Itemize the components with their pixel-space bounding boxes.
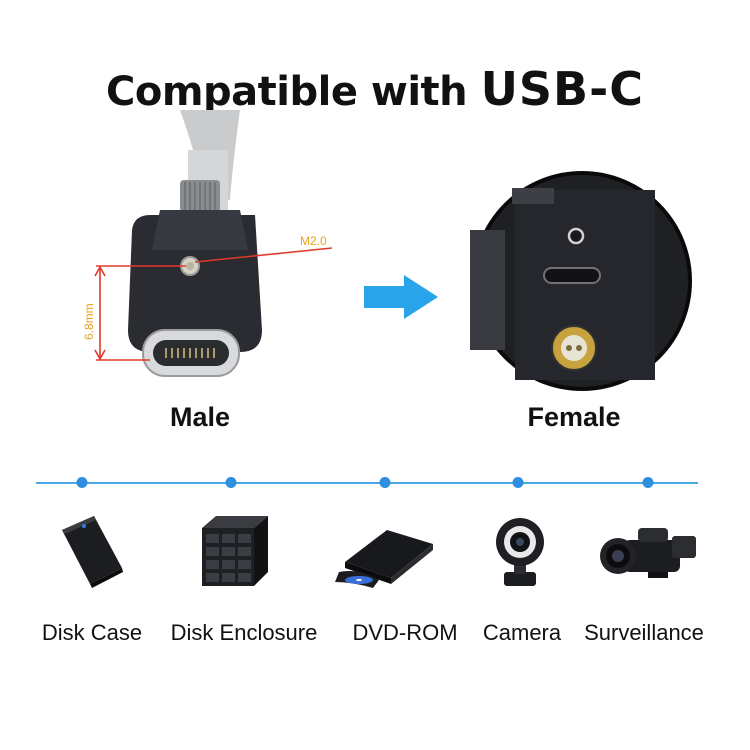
camcorder-icon — [588, 510, 708, 590]
device-label-surveillance: Surveillance — [584, 620, 704, 645]
timeline-dot — [379, 477, 391, 488]
device-label-dvd-rom: DVD-ROM — [352, 620, 458, 645]
camera-icon — [460, 510, 580, 590]
disk-enclosure-icon — [172, 510, 292, 590]
male-label: Male — [169, 402, 231, 432]
device-label-disk-case: Disk Case — [41, 620, 143, 645]
device-label-camera: Camera — [482, 620, 562, 645]
timeline-dot — [76, 477, 88, 488]
m2-annotation: M2.0 — [300, 234, 327, 248]
page-title: Compatible with USB-C — [0, 62, 750, 116]
timeline-dot — [225, 477, 237, 488]
m2-leader-line — [194, 247, 333, 263]
usb-c-port — [543, 267, 601, 284]
connector-illustration: M2.0 6.8mm — [82, 110, 692, 391]
timeline-divider — [36, 482, 698, 484]
height-annotation: 6.8mm — [82, 303, 96, 340]
device-label-disk-enclosure: Disk Enclosure — [170, 620, 318, 645]
title-prefix: Compatible with — [106, 69, 481, 115]
direction-arrow — [364, 275, 438, 319]
title-usb: USB-C — [480, 62, 644, 116]
disk-case-icon — [32, 510, 152, 590]
timeline-dot — [512, 477, 524, 488]
female-label: Female — [527, 402, 621, 432]
dvd-rom-icon — [325, 510, 445, 590]
timeline-dot — [642, 477, 654, 488]
